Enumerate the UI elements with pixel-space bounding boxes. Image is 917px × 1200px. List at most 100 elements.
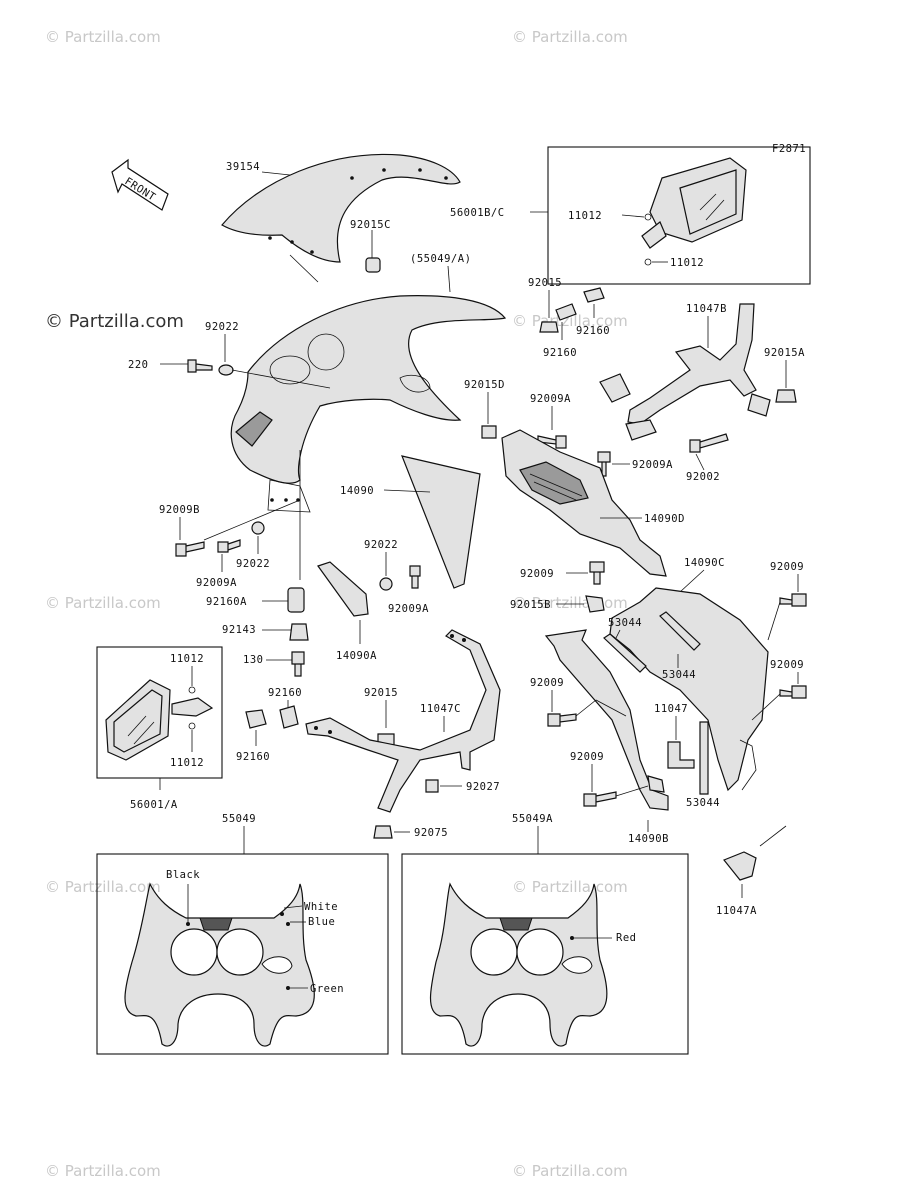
part-92160-top-b: 92160 [576, 325, 610, 337]
bracket-11047 [667, 741, 695, 769]
part-92160-d: 92160 [236, 751, 270, 763]
part-92015c: 92015C [350, 219, 391, 231]
part-92009-r2: 92009 [770, 561, 804, 573]
upper-cowl [230, 295, 507, 580]
part-92022-c: 92022 [364, 539, 398, 551]
part-14090: 14090 [340, 485, 374, 497]
bolt-92009a-left [217, 539, 241, 553]
figure-code: F2871 [772, 143, 806, 155]
part-11047a: 11047A [716, 905, 757, 917]
part-92022-top: 92022 [205, 321, 239, 333]
part-55049a: 55049A [512, 813, 553, 825]
callout-red: Red [616, 932, 636, 944]
bolt-92009a-mid [597, 451, 611, 477]
watermark-main: © Partzilla.com [45, 311, 184, 332]
bracket-11047b [599, 303, 771, 441]
clip-92015b [585, 595, 605, 613]
clip-92015d [481, 425, 497, 439]
bolt-92009-r1 [589, 561, 605, 585]
inner-panel-14090 [401, 455, 481, 589]
bolt-92009a-c [409, 565, 421, 589]
part-11012-c: 11012 [170, 653, 204, 665]
callout-blue: Blue [308, 916, 335, 928]
part-39154: 39154 [226, 161, 260, 173]
part-92022-mid: 92022 [236, 558, 270, 570]
variant-box-55049a [401, 853, 689, 1055]
callout-white: White [304, 901, 338, 913]
watermark-low-right: © Partzilla.com [512, 878, 628, 896]
strip-53044-c [699, 721, 709, 795]
part-55049a-ref: (55049/A) [410, 253, 471, 265]
part-92009-r3: 92009 [770, 659, 804, 671]
variant-box-55049 [96, 853, 389, 1055]
washer-92022-c [379, 577, 393, 591]
washer-92022-top [218, 364, 234, 376]
part-92015d: 92015D [464, 379, 505, 391]
nut-92015a [775, 389, 797, 403]
part-92015-top: 92015 [528, 277, 562, 289]
part-53044-a: 53044 [608, 617, 642, 629]
part-55049: 55049 [222, 813, 256, 825]
bolt-130 [291, 651, 305, 677]
strip-53044-a [603, 633, 647, 673]
bolt-92009-r4 [547, 713, 577, 727]
part-92009a-mid: 92009A [632, 459, 673, 471]
part-14090c: 14090C [684, 557, 725, 569]
mirror-box-left [96, 646, 223, 779]
bracket-11047a [723, 851, 757, 881]
part-11012-b: 11012 [670, 257, 704, 269]
washer-92022-mid [251, 521, 265, 535]
nut-92015-top [539, 321, 559, 333]
bolt-92009-r5 [583, 791, 617, 807]
plate-92160-top-b [583, 287, 605, 303]
callout-black: Black [166, 869, 200, 881]
bolt-92009-r2 [779, 593, 807, 607]
nut-92075 [373, 825, 393, 839]
part-11047c: 11047C [420, 703, 461, 715]
part-11047: 11047 [654, 703, 688, 715]
watermark-top-left: © Partzilla.com [45, 28, 161, 46]
part-92009a-c: 92009A [388, 603, 429, 615]
part-220: 220 [128, 359, 148, 371]
part-11047b: 11047B [686, 303, 727, 315]
part-92009-r4: 92009 [530, 677, 564, 689]
part-92015b: 92015B [510, 599, 551, 611]
inner-panel-14090d [501, 429, 667, 577]
front-arrow-icon: FRONT [111, 158, 169, 211]
collar-92143 [289, 623, 309, 641]
plate-92160-d [245, 709, 267, 729]
mirror-left [105, 679, 214, 761]
windscreen [221, 153, 461, 263]
part-53044-b: 53044 [662, 669, 696, 681]
part-92009b: 92009B [159, 504, 200, 516]
part-11012-d: 11012 [170, 757, 204, 769]
bolt-92009-r3 [779, 685, 807, 699]
mirror-box-right [547, 146, 811, 285]
part-56001a: 56001/A [130, 799, 178, 811]
part-92160-top-a: 92160 [543, 347, 577, 359]
part-92027: 92027 [466, 781, 500, 793]
cowl-front-view-55049 [124, 882, 315, 1047]
mirror-right [641, 157, 747, 249]
bolt-220 [187, 359, 213, 373]
part-92015-c: 92015 [364, 687, 398, 699]
part-14090a: 14090A [336, 650, 377, 662]
stay-11047c [305, 629, 501, 813]
watermark-low-left: © Partzilla.com [45, 878, 161, 896]
cowl-front-view-55049a [429, 882, 608, 1047]
part-53044-c: 53044 [686, 797, 720, 809]
watermark-mid-left: © Partzilla.com [45, 594, 161, 612]
part-92015a: 92015A [764, 347, 805, 359]
part-92160-c: 92160 [268, 687, 302, 699]
watermark-bottom-left: © Partzilla.com [45, 1162, 161, 1180]
part-14090b: 14090B [628, 833, 669, 845]
watermark-bottom-right: © Partzilla.com [512, 1162, 628, 1180]
part-92002: 92002 [686, 471, 720, 483]
plate-92160-top-a [555, 303, 577, 321]
strip-53044-b [659, 611, 701, 651]
callout-green: Green [310, 983, 344, 995]
watermark-top-right: © Partzilla.com [512, 28, 628, 46]
part-14090d: 14090D [644, 513, 685, 525]
bolt-92009b [175, 541, 205, 557]
